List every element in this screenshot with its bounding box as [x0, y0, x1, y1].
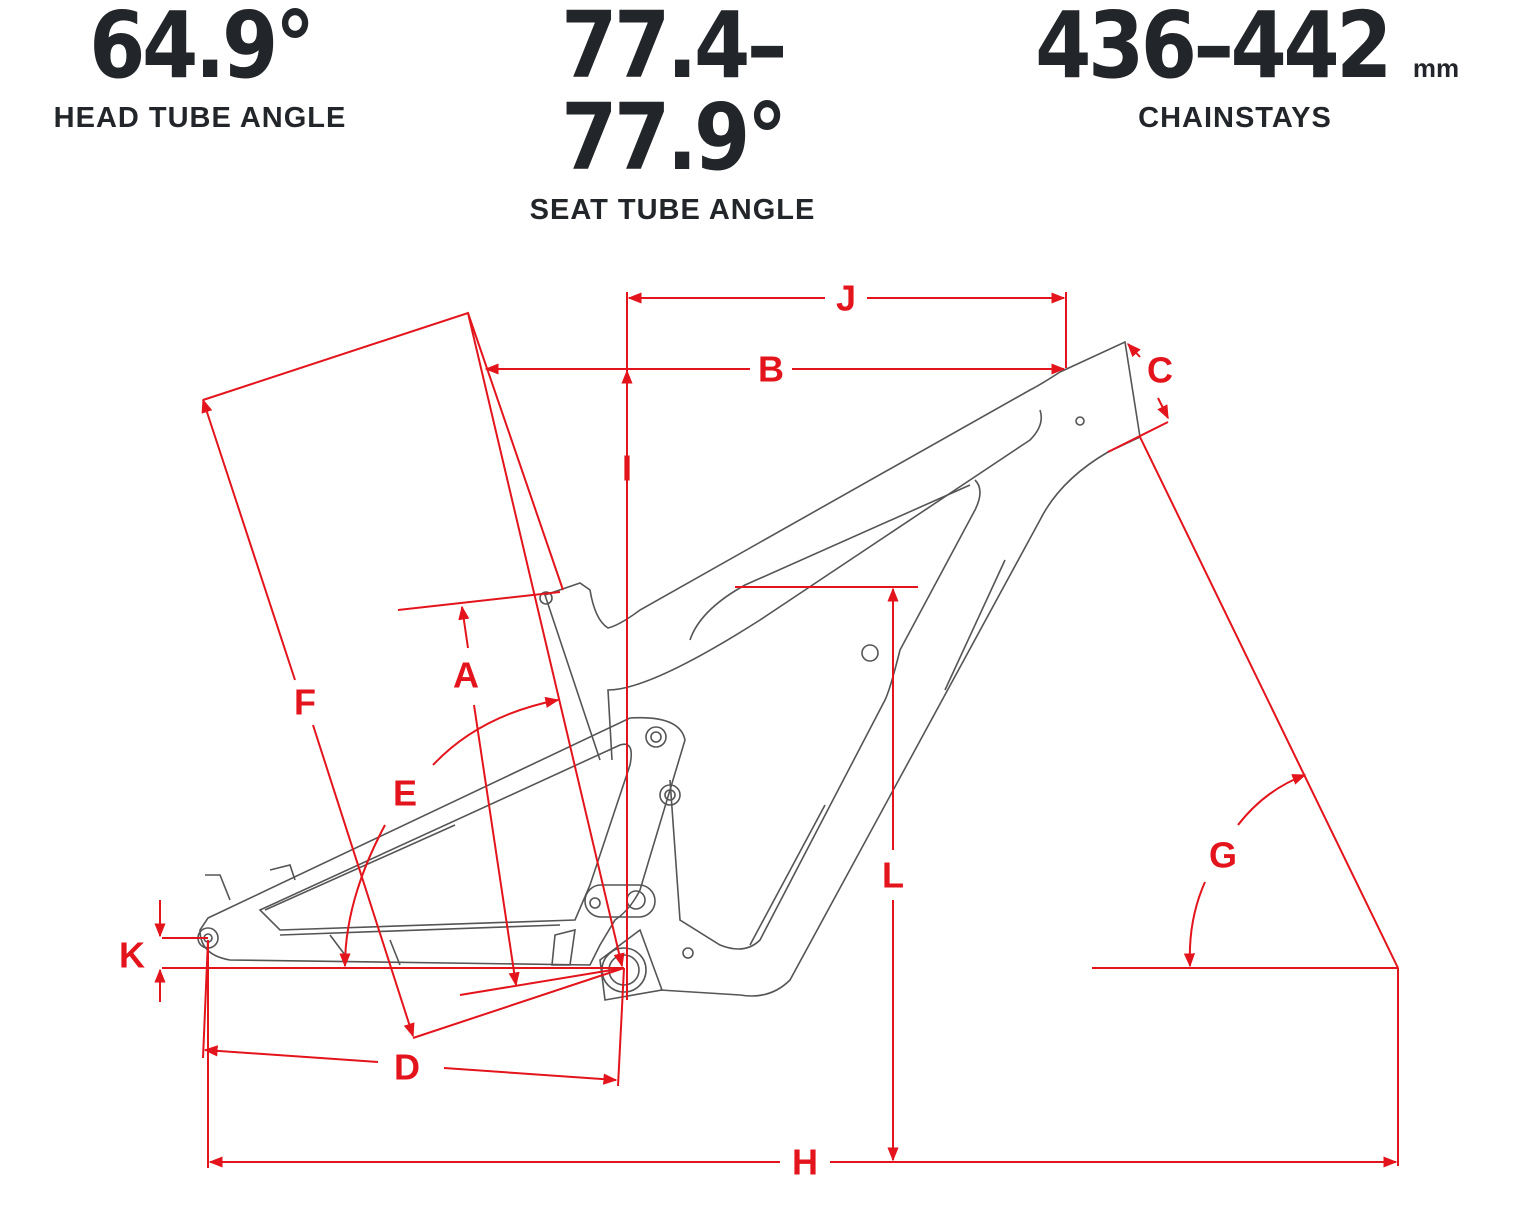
dimension-label-h: H	[792, 1142, 818, 1183]
dimension-label-k: K	[119, 935, 145, 976]
dimension-label-a: A	[453, 655, 479, 696]
stat-value: 436–442	[1034, 0, 1392, 99]
dimension-label-c: C	[1147, 350, 1173, 391]
stat-value: 64.9°	[88, 0, 315, 99]
stat-label: CHAINSTAYS	[1138, 102, 1332, 134]
dimension-label-l: L	[882, 855, 904, 896]
stat-seat-tube-angle: 77.4–77.9° SEAT TUBE ANGLE	[440, 0, 905, 227]
stat-label: SEAT TUBE ANGLE	[529, 194, 816, 226]
dimension-label-d: D	[394, 1047, 420, 1088]
dimension-lines	[154, 292, 1399, 1168]
stat-head-tube-angle: 64.9° HEAD TUBE ANGLE	[40, 0, 360, 135]
dimension-label-b: B	[758, 349, 784, 390]
stat-value: 77.4–77.9°	[561, 0, 787, 191]
stat-unit: mm	[1412, 53, 1460, 83]
stat-chainstays: 436–442 mm CHAINSTAYS	[990, 0, 1480, 135]
dimension-label-g: G	[1209, 835, 1237, 876]
stat-label: HEAD TUBE ANGLE	[53, 102, 347, 134]
dimension-label-f: F	[294, 682, 316, 723]
dimension-label-j: J	[836, 278, 856, 319]
dimension-label-i: I	[622, 448, 632, 489]
dimension-label-e: E	[393, 773, 417, 814]
bike-frame	[197, 340, 1141, 1001]
